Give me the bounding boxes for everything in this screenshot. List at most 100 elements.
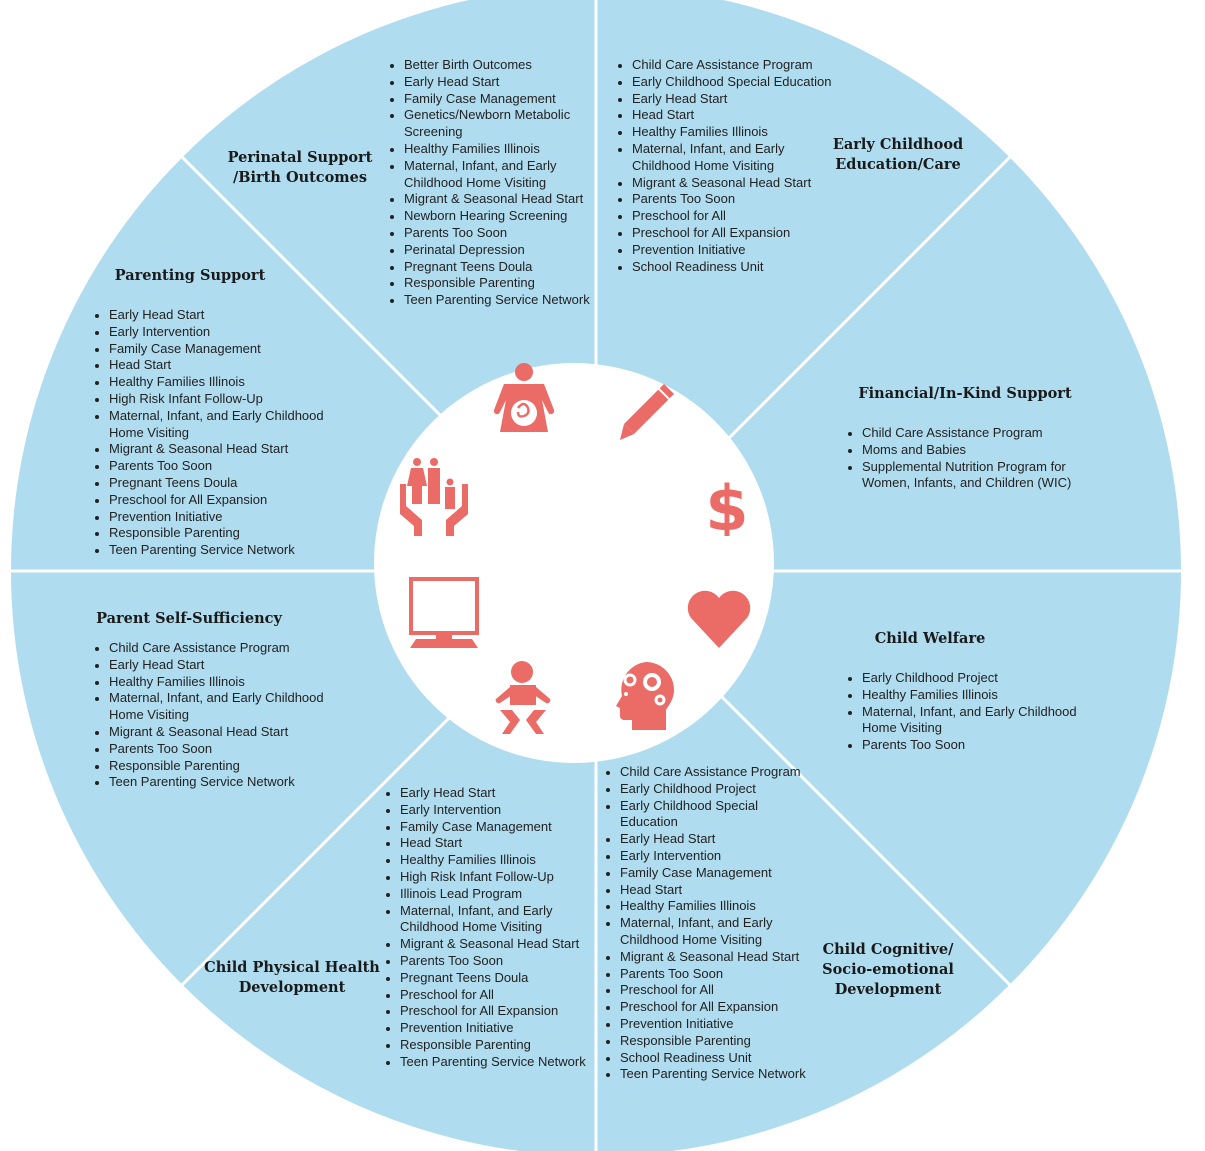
program-item: Head Start: [606, 882, 810, 899]
program-item: Migrant & Seasonal Head Start: [386, 936, 590, 953]
program-item: Early Head Start: [386, 785, 590, 802]
sector-title-self-sufficiency: Parent Self-Sufficiency: [96, 610, 282, 627]
program-item: Preschool for All Expansion: [386, 1003, 590, 1020]
program-item: Moms and Babies: [848, 442, 1112, 459]
program-item: Head Start: [618, 107, 842, 124]
program-item: Healthy Families Illinois: [95, 674, 339, 691]
program-item: Maternal, Infant, and Early Childhood Ho…: [618, 141, 842, 175]
program-item: Maternal, Infant, and Early Childhood Ho…: [386, 903, 590, 937]
program-item: Early Intervention: [606, 848, 810, 865]
program-item: Healthy Families Illinois: [95, 374, 359, 391]
svg-text:$: $: [705, 478, 748, 536]
program-item: Perinatal Depression: [390, 242, 604, 259]
program-item: Better Birth Outcomes: [390, 57, 604, 74]
program-item: Parents Too Soon: [390, 225, 604, 242]
program-item: Family Case Management: [386, 819, 590, 836]
center-circle: [374, 363, 774, 763]
program-item: Parents Too Soon: [606, 966, 810, 983]
program-item: School Readiness Unit: [618, 259, 842, 276]
program-item: Head Start: [386, 835, 590, 852]
program-item: Preschool for All Expansion: [618, 225, 842, 242]
program-item: Illinois Lead Program: [386, 886, 590, 903]
program-item: Newborn Hearing Screening: [390, 208, 604, 225]
program-item: Head Start: [95, 357, 359, 374]
sector-title-parenting: Parenting Support: [114, 267, 266, 284]
program-item: Healthy Families Illinois: [848, 687, 1112, 704]
program-item: Migrant & Seasonal Head Start: [95, 724, 339, 741]
program-item: High Risk Infant Follow-Up: [95, 391, 359, 408]
program-item: Parents Too Soon: [95, 741, 339, 758]
program-item: Child Care Assistance Program: [95, 640, 339, 657]
program-item: Early Head Start: [390, 74, 604, 91]
pregnant-woman-icon: [493, 363, 555, 432]
sector-title-perinatal: Perinatal Support/Birth Outcomes: [227, 149, 373, 186]
program-item: Responsible Parenting: [95, 758, 339, 775]
program-item: Teen Parenting Service Network: [95, 774, 339, 791]
program-item: Supplemental Nutrition Program for Women…: [848, 459, 1112, 493]
program-item: Parents Too Soon: [618, 191, 842, 208]
program-item: Teen Parenting Service Network: [95, 542, 359, 559]
program-item: Prevention Initiative: [606, 1016, 810, 1033]
program-item: Child Care Assistance Program: [618, 57, 842, 74]
program-item: Preschool for All: [386, 987, 590, 1004]
program-item: Family Case Management: [390, 91, 604, 108]
program-item: School Readiness Unit: [606, 1050, 810, 1067]
program-item: Early Childhood Special Education: [606, 798, 810, 832]
program-item: High Risk Infant Follow-Up: [386, 869, 590, 886]
program-item: Maternal, Infant, and Early Childhood Ho…: [390, 158, 604, 192]
pencil-icon: [620, 384, 674, 440]
program-item: Early Childhood Special Education: [618, 74, 842, 91]
program-item: Teen Parenting Service Network: [390, 292, 604, 309]
heart-icon: [687, 590, 751, 648]
sector-title-child-welfare: Child Welfare: [874, 630, 986, 647]
program-item: Maternal, Infant, and Early Childhood Ho…: [848, 704, 1112, 738]
program-item: Pregnant Teens Doula: [95, 475, 359, 492]
program-item: Family Case Management: [95, 341, 359, 358]
program-item: Migrant & Seasonal Head Start: [95, 441, 359, 458]
program-item: Early Childhood Project: [848, 670, 1112, 687]
program-item: Early Head Start: [95, 307, 359, 324]
program-item: Responsible Parenting: [606, 1033, 810, 1050]
program-item: Early Head Start: [95, 657, 339, 674]
program-item: Pregnant Teens Doula: [390, 259, 604, 276]
program-item: Healthy Families Illinois: [606, 898, 810, 915]
program-item: Migrant & Seasonal Head Start: [390, 191, 604, 208]
program-item: Child Care Assistance Program: [606, 764, 810, 781]
program-item: Parents Too Soon: [386, 953, 590, 970]
program-item: Early Childhood Project: [606, 781, 810, 798]
program-item: Preschool for All: [618, 208, 842, 225]
program-item: Preschool for All: [606, 982, 810, 999]
program-item: Healthy Families Illinois: [390, 141, 604, 158]
program-item: Early Head Start: [606, 831, 810, 848]
program-item: Prevention Initiative: [386, 1020, 590, 1037]
computer-icon: [409, 577, 479, 648]
program-item: Child Care Assistance Program: [848, 425, 1112, 442]
brain-gears-icon: [616, 662, 674, 730]
program-item: Teen Parenting Service Network: [606, 1066, 810, 1083]
program-item: Maternal, Infant, and Early Childhood Ho…: [95, 408, 359, 442]
sector-title-financial: Financial/In-Kind Support: [858, 385, 1072, 402]
program-item: Migrant & Seasonal Head Start: [606, 949, 810, 966]
program-item: Early Intervention: [386, 802, 590, 819]
baby-icon: [495, 661, 551, 734]
program-item: Healthy Families Illinois: [618, 124, 842, 141]
program-item: Maternal, Infant, and Early Childhood Ho…: [95, 690, 339, 724]
program-item: Early Head Start: [618, 91, 842, 108]
program-item: Responsible Parenting: [95, 525, 359, 542]
program-item: Migrant & Seasonal Head Start: [618, 175, 842, 192]
program-item: Preschool for All Expansion: [95, 492, 359, 509]
program-item: Healthy Families Illinois: [386, 852, 590, 869]
program-item: Parents Too Soon: [95, 458, 359, 475]
program-item: Maternal, Infant, and Early Childhood Ho…: [606, 915, 810, 949]
